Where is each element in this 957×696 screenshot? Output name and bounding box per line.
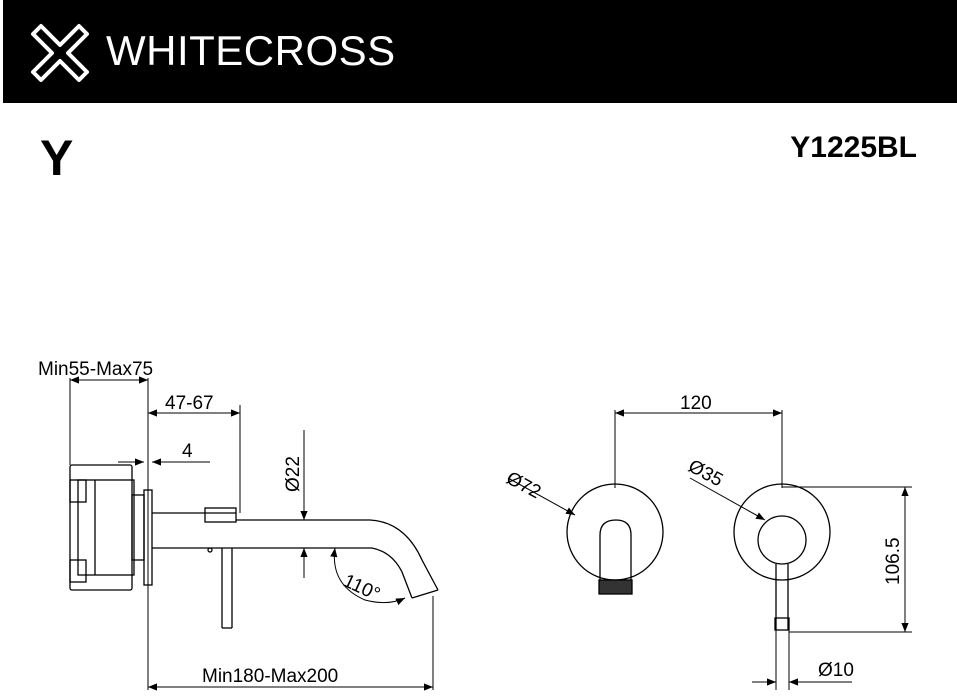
spout-outline [152,507,439,599]
dim-angle: 110° [340,570,383,605]
cross-x-logo-icon [31,24,89,82]
dim-wall-depth: Min55-Max75 [38,359,153,380]
dim-body-depth: 47-67 [165,393,214,414]
header-bar: WHITECROSS [3,0,957,103]
front-left-rosette [566,483,664,595]
dim-rosette-diameter: Ø72 [503,468,545,503]
dim-lever-height: 106.5 [883,537,904,585]
dim-center-distance: 120 [680,393,712,414]
dim-plate: 4 [182,441,193,462]
lever-outline [207,547,233,629]
series-letter: Y [40,130,74,186]
wall-body-outline [69,464,153,591]
dim-spout-length: Min180-Max200 [202,666,338,687]
brand-name: WHITECROSS [106,27,396,74]
dim-spout-diameter: Ø22 [283,456,304,492]
front-right-rosette [733,483,831,631]
dim-lever-diameter: Ø10 [818,660,854,681]
dim-lever-rosette-diameter: Ø35 [685,456,727,491]
model-code: Y1225BL [790,131,917,164]
